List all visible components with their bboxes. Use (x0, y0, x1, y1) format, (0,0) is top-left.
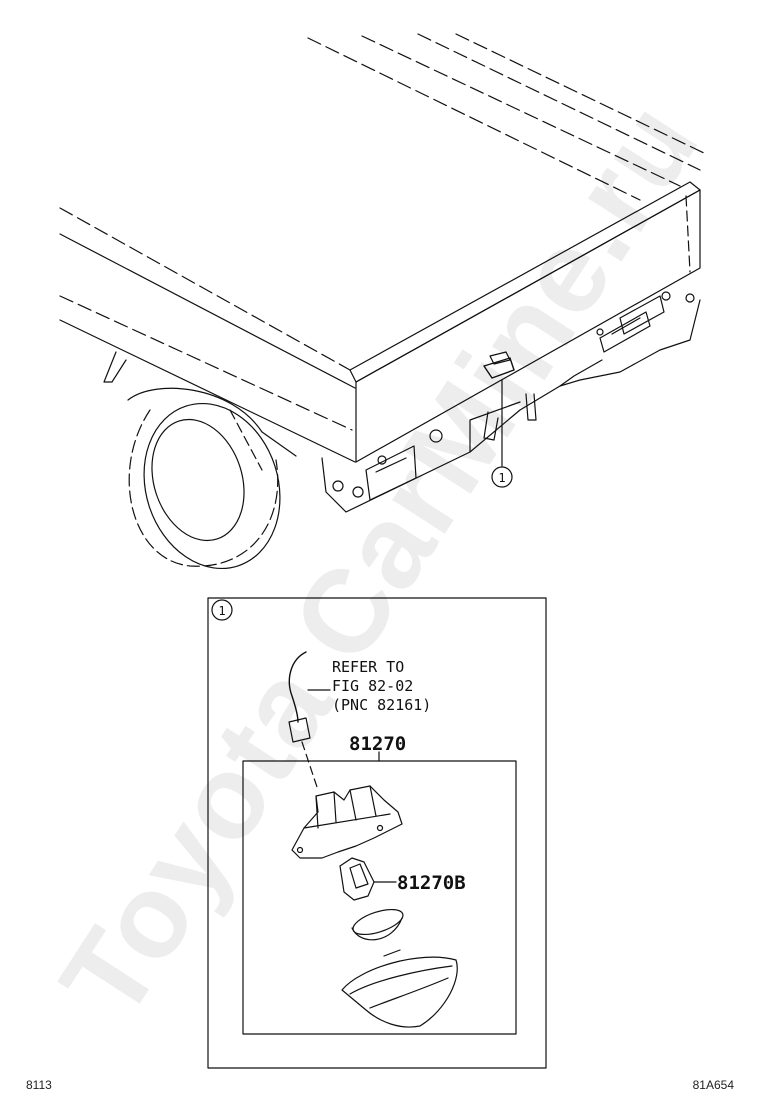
callout-1-truck: 1 (491, 466, 513, 488)
refer-line-2: FIG 82-02 (332, 677, 414, 695)
callout-1-detail-text: 1 (218, 604, 225, 618)
assembly-frame (242, 760, 517, 1035)
figure-code: 8113 (26, 1078, 52, 1092)
illustration-code: 81A654 (692, 1078, 734, 1092)
truck-bed-illustration (59, 33, 707, 570)
callout-1-detail: 1 (211, 599, 233, 621)
part-number-lamp-assembly[interactable]: 81270 (349, 733, 407, 755)
refer-line-3: (PNC 82161) (332, 696, 432, 714)
refer-line-1: REFER TO (332, 658, 405, 676)
part-number-bulb[interactable]: 81270B (397, 872, 466, 894)
callout-1-truck-text: 1 (498, 471, 505, 485)
refer-note: REFER TO FIG 82-02 (PNC 82161) (332, 658, 431, 715)
detail-frame (207, 597, 547, 1069)
